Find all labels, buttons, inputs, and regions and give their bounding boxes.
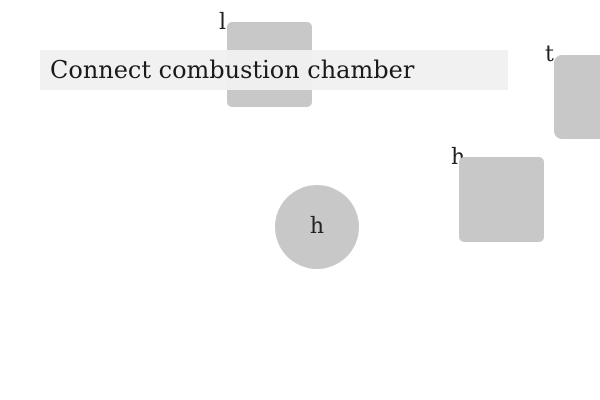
piece-h-circle[interactable]: h <box>275 185 359 269</box>
piece-h-circle-label: h <box>309 214 325 239</box>
piece-t[interactable] <box>554 55 600 139</box>
piece-l-label: l <box>219 10 227 35</box>
instruction-banner: Connect combustion chamber <box>40 50 508 90</box>
piece-t-label: t <box>545 42 554 67</box>
instruction-text: Connect combustion chamber <box>50 56 415 84</box>
piece-h-square[interactable] <box>459 157 544 242</box>
